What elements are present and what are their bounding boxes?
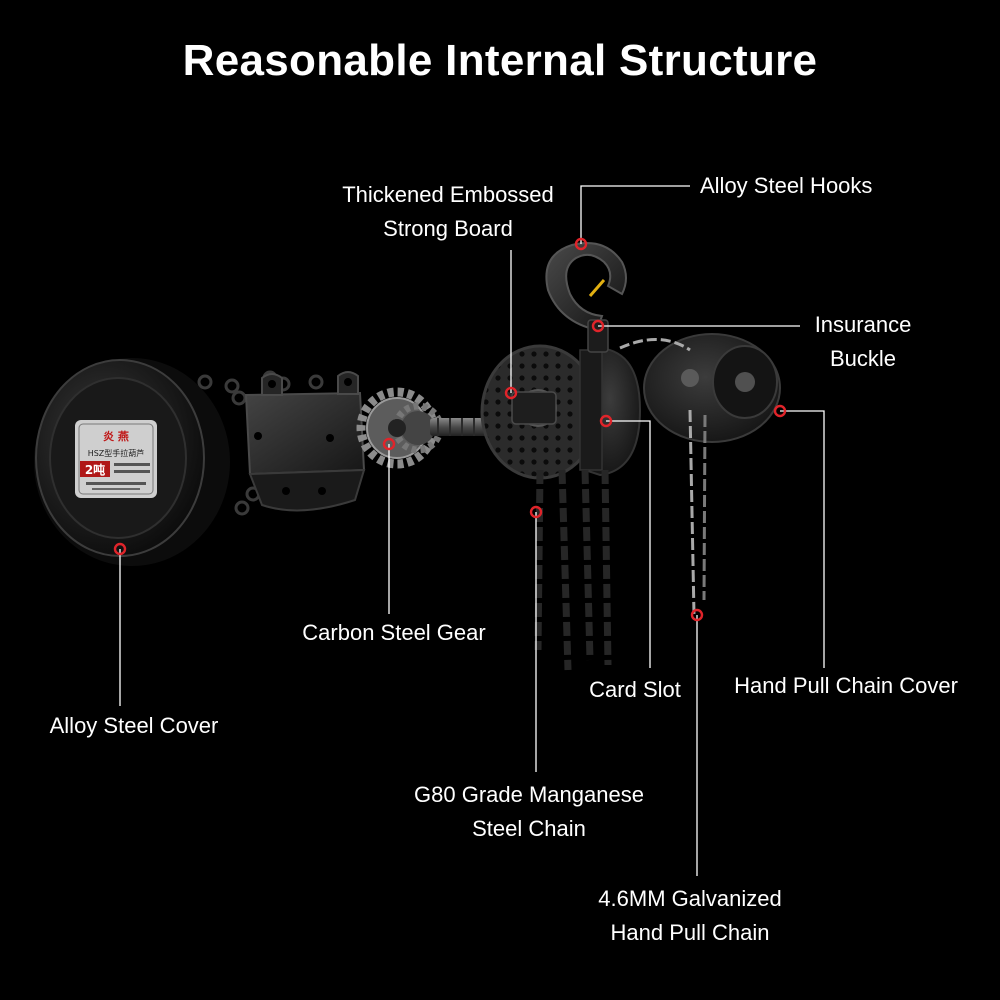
hand-pull-chain-cover-part — [643, 333, 781, 443]
marker-strong-board — [504, 386, 518, 400]
page-title: Reasonable Internal Structure — [182, 36, 818, 85]
label-card-slot: Card Slot — [589, 677, 681, 702]
badge-brand: 炎 燕 — [103, 429, 129, 443]
label-hand-pull-chain-cover: Hand Pull Chain Cover — [734, 673, 958, 698]
marker-cover — [113, 542, 127, 556]
hoist-body-part — [579, 346, 642, 477]
marker-insurance-buckle — [591, 319, 605, 333]
alloy-steel-hook-part — [545, 242, 627, 353]
label-alloy-steel-cover: Alloy Steel Cover — [49, 713, 219, 738]
callout-markers — [113, 237, 787, 622]
marker-g80-chain — [529, 505, 543, 519]
label-carbon-steel-gear: Carbon Steel Gear — [302, 620, 486, 645]
badge-capacity: 2吨 — [85, 462, 105, 477]
label-thickened-embossed-strong-board: Thickened Embossed Strong Board — [342, 182, 554, 241]
marker-chain-cover — [773, 404, 787, 418]
leader-lines — [119, 185, 825, 876]
badge-model: HSZ型手拉葫芦 — [88, 448, 145, 458]
bracket-plate-part — [244, 371, 366, 512]
label-galvanized-hand-pull-chain: 4.6MM Galvanized Hand Pull Chain — [598, 886, 782, 945]
marker-hooks — [574, 237, 588, 251]
product-badge — [75, 420, 157, 498]
carbon-steel-gear-part — [356, 387, 510, 469]
marker-gear — [382, 437, 396, 451]
marker-card-slot — [599, 414, 613, 428]
marker-hand-chain — [690, 608, 704, 622]
label-g80-grade-manganese-steel-chain: G80 Grade Manganese Steel Chain — [414, 782, 644, 841]
insurance-buckle-latch — [588, 279, 606, 297]
label-insurance-buckle: Insurance Buckle — [814, 312, 912, 371]
label-alloy-steel-hooks: Alloy Steel Hooks — [700, 173, 873, 198]
alloy-steel-cover-part: 炎 燕 HSZ型手拉葫芦 2吨 — [34, 358, 230, 566]
hand-pull-chain-part — [619, 338, 707, 616]
g80-load-chain-part — [534, 469, 612, 671]
